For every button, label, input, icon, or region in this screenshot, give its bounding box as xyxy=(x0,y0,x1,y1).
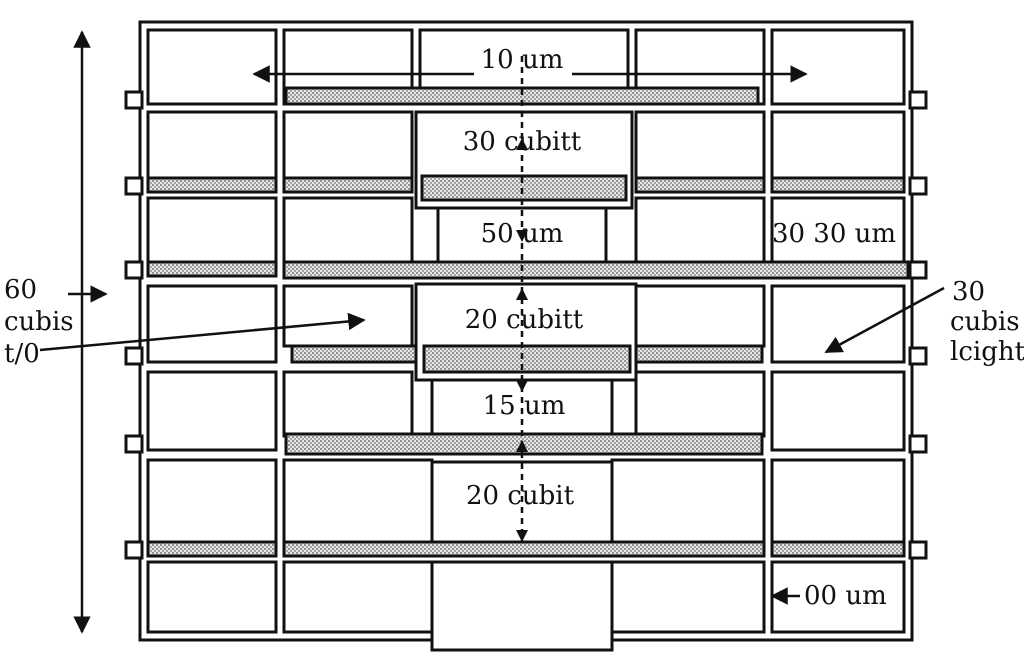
floor-ledges xyxy=(124,90,928,560)
right-bottom-label: 00 um xyxy=(804,581,887,611)
left-callout-line2: cubis xyxy=(4,307,74,337)
upper-shaft-label: 50 um xyxy=(481,219,564,249)
bottom-cell-label: 20 cubit xyxy=(466,481,575,511)
left-callout-line1: 60 xyxy=(4,275,37,305)
center-dimension-arrowheads xyxy=(516,138,528,542)
right-cell-label: 30 30 um xyxy=(772,219,896,249)
left-callout-arrow-long xyxy=(39,312,366,352)
right-callout-line1: 30 xyxy=(952,277,985,307)
right-callout-line3: lcight xyxy=(950,337,1024,367)
upper-box-label: 30 cubitt xyxy=(463,127,582,157)
left-callout-line3: t/0 xyxy=(4,339,40,369)
lower-box-label: 20 cubitt xyxy=(465,305,584,335)
labeled-boxes xyxy=(414,110,638,382)
right-callout-line2: cubis xyxy=(950,307,1020,337)
top-dimension-label: 10 um xyxy=(481,45,564,75)
lower-shaft-label: 15 um xyxy=(483,391,566,421)
right-callout-arrow xyxy=(824,286,945,354)
